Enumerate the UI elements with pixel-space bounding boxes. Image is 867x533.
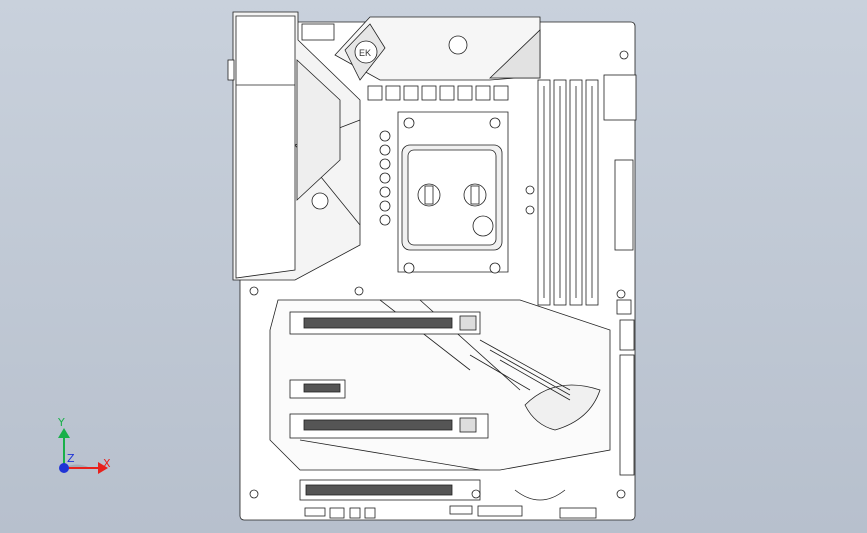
mount-screw bbox=[403, 262, 415, 274]
mounting-holes bbox=[249, 50, 629, 499]
vrm-fins bbox=[367, 85, 509, 101]
dimm-slots bbox=[537, 79, 599, 306]
pcie-slot-1 bbox=[289, 311, 481, 335]
pcie-slot-3 bbox=[299, 479, 481, 501]
sata-ports bbox=[619, 354, 635, 476]
vrm-screw bbox=[448, 35, 468, 55]
capacitor-column bbox=[379, 130, 535, 226]
vrm-screw bbox=[311, 192, 329, 210]
bottom-headers bbox=[304, 489, 597, 519]
mount-screw bbox=[489, 262, 501, 274]
atx-power-connector bbox=[614, 159, 634, 251]
ek-logo-badge bbox=[354, 40, 378, 64]
cpu-waterblock bbox=[397, 111, 509, 274]
mount-screw bbox=[403, 117, 415, 129]
usb-header bbox=[603, 74, 637, 121]
rog-logo bbox=[469, 339, 601, 431]
mount-screw bbox=[489, 117, 501, 129]
ek-logo-badge bbox=[472, 215, 494, 237]
io-shroud bbox=[227, 11, 361, 281]
pcie-slot-2 bbox=[289, 413, 489, 439]
ek-logo-text: EK bbox=[359, 48, 371, 58]
cpu-power-connector bbox=[301, 23, 335, 41]
vrm-heatsink: EK bbox=[334, 16, 541, 101]
pcie-slot-small bbox=[289, 379, 346, 399]
